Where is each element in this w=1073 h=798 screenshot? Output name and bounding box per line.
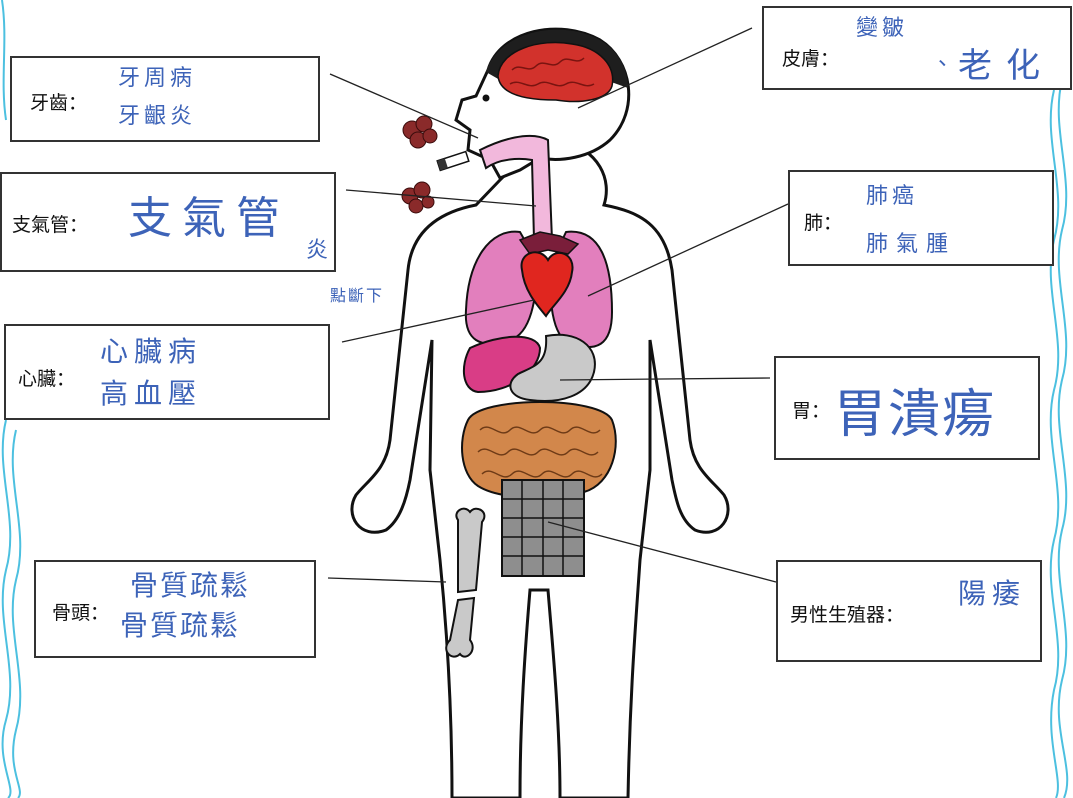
brain <box>497 41 614 103</box>
bone-box <box>34 560 316 658</box>
intestines <box>461 401 617 499</box>
skin-answer-separator: 、 <box>938 46 965 71</box>
teeth-box <box>10 56 320 142</box>
skin-answer-2: 老化 <box>958 46 1054 86</box>
teeth-label: 牙齒： <box>30 92 88 114</box>
leader-lines <box>327 27 789 583</box>
skin-answer-1: 變皺 <box>856 16 909 41</box>
teeth-answer-1: 牙周病 <box>118 66 197 91</box>
stomach-box <box>774 356 1040 460</box>
intestine-coils <box>477 426 603 478</box>
broken-bone <box>445 507 486 658</box>
bone-answer-2: 骨質疏鬆 <box>120 609 241 642</box>
heart-box <box>4 324 330 420</box>
eye <box>482 94 490 102</box>
lung-answer-2: 肺氣腫 <box>866 232 957 257</box>
bronchus-note: 點斷下 <box>330 286 385 305</box>
bone-label: 骨頭： <box>52 602 110 624</box>
cigarette <box>436 150 470 172</box>
stomach-label: 胃： <box>792 400 831 422</box>
heart <box>520 251 574 318</box>
bronchus-answer-suffix: 炎 <box>306 238 333 263</box>
smoke-puffs <box>401 115 438 214</box>
reproductive-answer: 陽痿 <box>958 577 1027 610</box>
skin-box <box>762 6 1072 90</box>
lung-box <box>788 170 1054 266</box>
stomach <box>509 333 596 402</box>
brain-folds <box>509 57 595 87</box>
heart-label: 心臟： <box>18 368 76 390</box>
left-lung <box>464 230 538 345</box>
stomach-answer: 胃潰瘍 <box>834 385 997 445</box>
reproductive-label: 男性生殖器： <box>790 604 905 626</box>
reproductive-box <box>776 560 1042 662</box>
lung-label: 肺： <box>804 212 843 234</box>
bone-answer-1: 骨質疏鬆 <box>130 569 251 602</box>
heart-answer-2: 高血壓 <box>100 377 203 410</box>
teeth-answer-2: 牙齦炎 <box>118 104 197 129</box>
left-wave-border <box>1 0 22 798</box>
bronchus-label: 支氣管： <box>12 214 89 236</box>
lung-answer-1: 肺癌 <box>866 184 919 209</box>
bronchus-box <box>0 172 336 272</box>
right-wave-border <box>1049 79 1069 798</box>
heart-answer-1: 心臟病 <box>100 335 203 368</box>
skin-label: 皮膚： <box>782 48 840 70</box>
bronchus-answer: 支氣管 <box>128 193 290 244</box>
